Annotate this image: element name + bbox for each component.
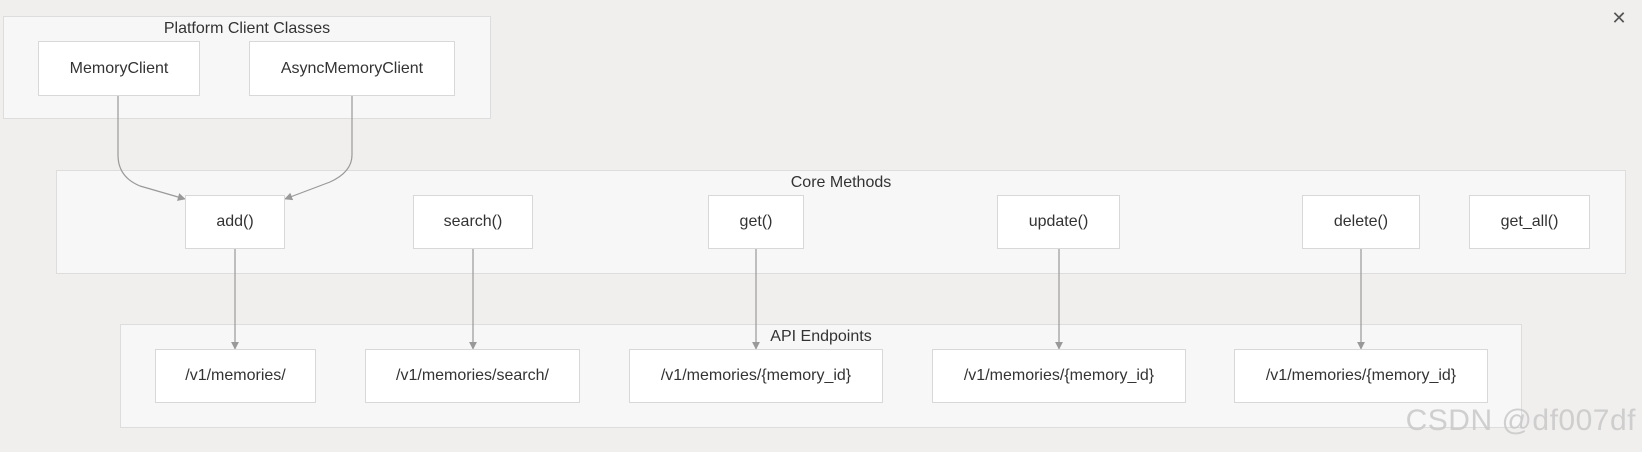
node-add[interactable]: add() [185, 195, 285, 249]
node-get-all[interactable]: get_all() [1469, 195, 1590, 249]
group-title: Core Methods [790, 174, 892, 191]
node-endpoint-memory-id-update[interactable]: /v1/memories/{memory_id} [932, 349, 1186, 403]
node-asyncmemoryclient[interactable]: AsyncMemoryClient [249, 41, 455, 96]
node-update[interactable]: update() [997, 195, 1120, 249]
node-endpoint-memories[interactable]: /v1/memories/ [155, 349, 316, 403]
node-endpoint-memory-id-delete[interactable]: /v1/memories/{memory_id} [1234, 349, 1488, 403]
node-memoryclient[interactable]: MemoryClient [38, 41, 200, 96]
node-delete[interactable]: delete() [1302, 195, 1420, 249]
watermark: CSDN @df007df [1405, 404, 1636, 437]
node-get[interactable]: get() [708, 195, 804, 249]
group-title: API Endpoints [770, 328, 872, 345]
node-search[interactable]: search() [413, 195, 533, 249]
group-title: Platform Client Classes [163, 20, 331, 37]
node-endpoint-memory-id-get[interactable]: /v1/memories/{memory_id} [629, 349, 883, 403]
close-icon[interactable]: ✕ [1611, 8, 1627, 28]
node-endpoint-memories-search[interactable]: /v1/memories/search/ [365, 349, 580, 403]
